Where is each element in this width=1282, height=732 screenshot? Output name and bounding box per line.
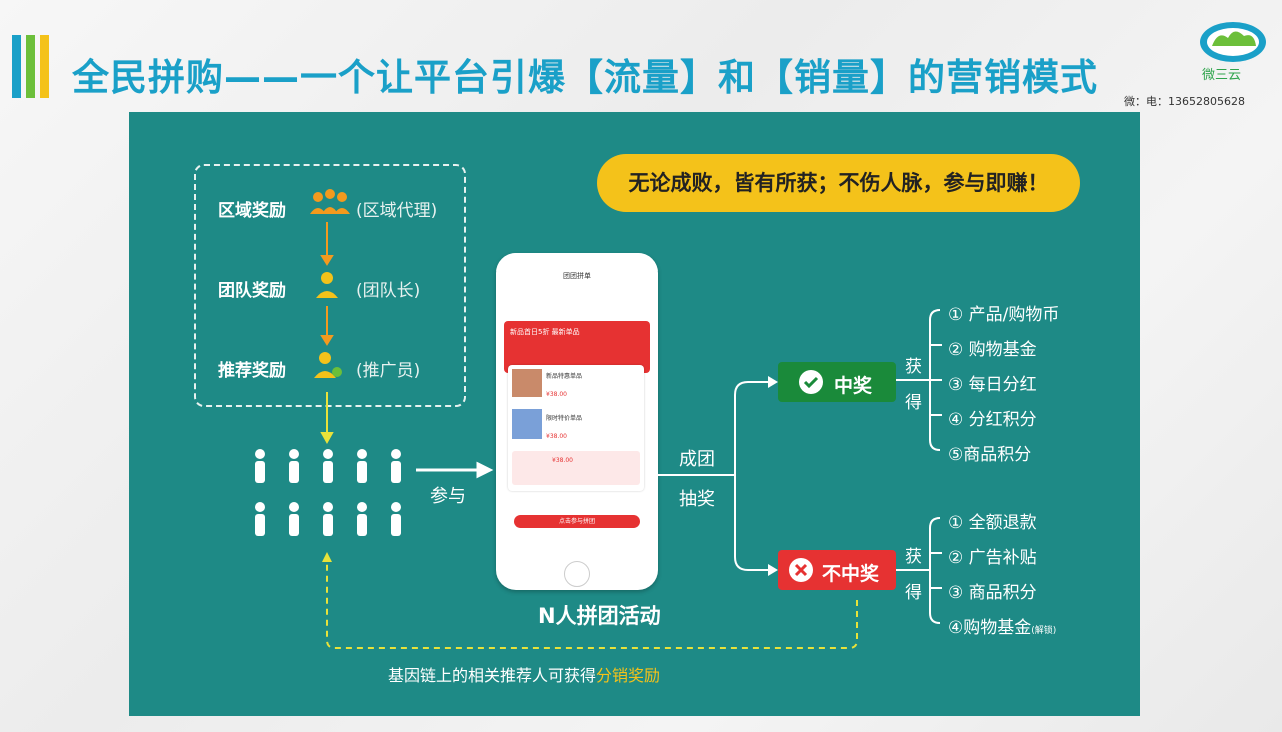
lose-item: ④购物基金(解锁) (948, 613, 1056, 638)
reward-role-referral: (推广员) (356, 361, 421, 381)
phone-join-button[interactable]: 点击参与拼团 (514, 515, 640, 528)
win-get-2: 得 (905, 393, 922, 413)
logo-text: 微三云 (1202, 68, 1242, 83)
cloud-logo-icon (1200, 22, 1266, 62)
lose-item-note: (解锁) (1031, 626, 1057, 636)
phone-home-button (564, 561, 590, 587)
win-item: ⑤商品积分 (948, 445, 1032, 465)
phone-header-title: 团团拼单 (563, 272, 591, 280)
phone-product-list: 新品特惠单品 ¥38.00 限时特价单品 ¥38.00 ¥38.00 (508, 365, 644, 491)
product-thumb-2 (512, 409, 542, 439)
join-label: 参与 (430, 486, 466, 507)
lose-bracket (896, 517, 942, 624)
reward-label-team: 团队奖励 (218, 281, 286, 301)
reward-arrows (320, 222, 334, 346)
win-item: ③ 每日分红 (948, 375, 1037, 395)
reward-label-region: 区域奖励 (218, 201, 286, 221)
lose-item: ② 广告补贴 (948, 548, 1037, 568)
lose-item: ③ 商品积分 (948, 583, 1037, 603)
lose-item: ① 全额退款 (948, 513, 1037, 533)
reward-label-referral: 推荐奖励 (218, 361, 286, 381)
win-item: ② 购物基金 (948, 340, 1037, 360)
cross-icon (789, 558, 813, 582)
branch-arrowheads (768, 376, 778, 576)
feedback-arrowhead (322, 552, 332, 562)
product-name-2: 限时特价单品 (546, 415, 583, 422)
group-label: 成团 (679, 449, 715, 470)
join-arrow (416, 461, 494, 479)
branch-lines (658, 381, 770, 571)
slogan-banner: 无论成败，皆有所获；不伤人脉，参与即赚！ (597, 154, 1080, 212)
lose-badge: 不中奖 (778, 550, 896, 590)
page-title: 全民拼购——一个让平台引爆【流量】和【销量】的营销模式 (72, 56, 1098, 99)
lose-get-1: 获 (905, 547, 922, 567)
phone-status-bar (496, 253, 658, 271)
lottery-label: 抽奖 (679, 489, 715, 510)
reward-box (194, 164, 466, 407)
product-name-1: 新品特惠单品 (546, 373, 583, 380)
promoter-icon (314, 352, 342, 378)
lose-item-text: ④购物基金 (948, 618, 1032, 638)
leader-icon (316, 272, 338, 298)
win-badge: 中奖 (778, 362, 896, 402)
contact-info: 微：电：13652805628 (1124, 95, 1245, 108)
down-arrow (320, 392, 334, 445)
win-bracket (896, 309, 942, 451)
product-card-3: ¥38.00 (512, 451, 640, 485)
title-accent-bars (12, 35, 50, 98)
phone-banner: 新品首日5折 最新单品 (504, 321, 650, 373)
bottom-caption-highlight: 分销奖励 (596, 666, 661, 685)
product-price-3: ¥38.00 (552, 457, 573, 464)
product-thumb-1 (512, 369, 542, 397)
product-price-1: ¥38.00 (546, 391, 567, 398)
lose-get-2: 得 (905, 583, 922, 603)
win-item: ① 产品/购物币 (948, 305, 1060, 325)
phone-banner-text: 新品首日5折 最新单品 (510, 328, 580, 336)
win-label: 中奖 (834, 375, 873, 397)
bottom-caption: 基因链上的相关推荐人可获得分销奖励 (388, 662, 660, 686)
bottom-caption-text: 基因链上的相关推荐人可获得 (388, 666, 597, 685)
activity-title: N人拼团活动 (538, 604, 661, 628)
group-icon (310, 189, 350, 214)
people-grid (255, 449, 401, 536)
reward-role-region: (区域代理) (356, 201, 438, 221)
phone-mockup: 团团拼单 新品首日5折 最新单品 新品特惠单品 ¥38.00 限时特价单品 ¥3… (496, 253, 658, 590)
win-get-1: 获 (905, 357, 922, 377)
lose-label: 不中奖 (822, 563, 880, 585)
check-icon (799, 370, 823, 394)
win-item: ④ 分红积分 (948, 410, 1037, 430)
feedback-loop (326, 562, 858, 649)
reward-role-team: (团队长) (356, 281, 421, 301)
product-price-2: ¥38.00 (546, 433, 567, 440)
